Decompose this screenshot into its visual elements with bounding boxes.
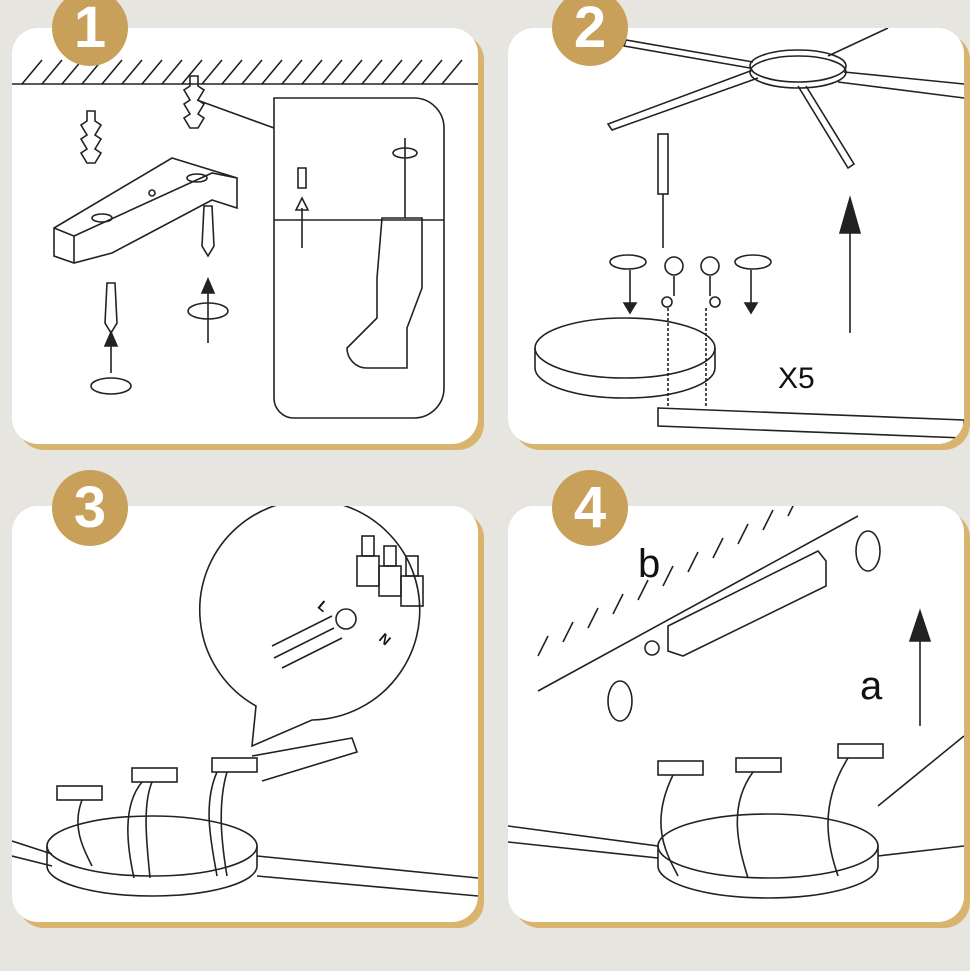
- step-2-badge: 2: [552, 0, 628, 66]
- step-1-panel: [12, 28, 478, 444]
- led-arm-strip: [657, 407, 964, 439]
- step-3-badge: 3: [52, 470, 128, 546]
- step-4-badge: 4: [552, 470, 628, 546]
- quantity-label: X5: [778, 362, 815, 395]
- step-4-panel: b a: [508, 506, 964, 922]
- wall-plug-icons: [79, 75, 206, 164]
- ceiling-hatch: [12, 59, 478, 85]
- canopy-with-connectors: [657, 743, 884, 899]
- wiring-connection-illustration: [12, 506, 478, 897]
- step-3-panel: L N: [12, 506, 478, 922]
- fixture-arms: [606, 28, 964, 170]
- step-2-panel: X5: [508, 28, 964, 444]
- terminal-block-detail-inset: [199, 506, 424, 748]
- up-arrow: [908, 608, 932, 726]
- canopy-with-connectors: [46, 757, 258, 897]
- screwdriver: [657, 133, 669, 248]
- rotate-arrows: [607, 530, 881, 722]
- step-1-badge: 1: [52, 0, 128, 66]
- canopy-ring: [534, 317, 716, 399]
- screws-and-washers: [609, 254, 772, 315]
- arm-attachment-illustration: [534, 28, 964, 439]
- screws-with-rotate-arrows: [90, 205, 229, 395]
- ceiling-mount-illustration: [508, 506, 964, 899]
- ceiling-bracket-drilling-illustration: [12, 59, 478, 419]
- mounting-bracket: [53, 157, 238, 264]
- lift-label-a: a: [860, 664, 883, 708]
- led-arms: [12, 737, 478, 897]
- mounting-bracket: [644, 549, 827, 657]
- led-arms: [508, 735, 964, 859]
- ceiling-hatch: [537, 506, 859, 692]
- bracket-label-b: b: [638, 542, 661, 586]
- drill-detail-inset: [196, 97, 445, 419]
- up-arrow: [838, 195, 862, 333]
